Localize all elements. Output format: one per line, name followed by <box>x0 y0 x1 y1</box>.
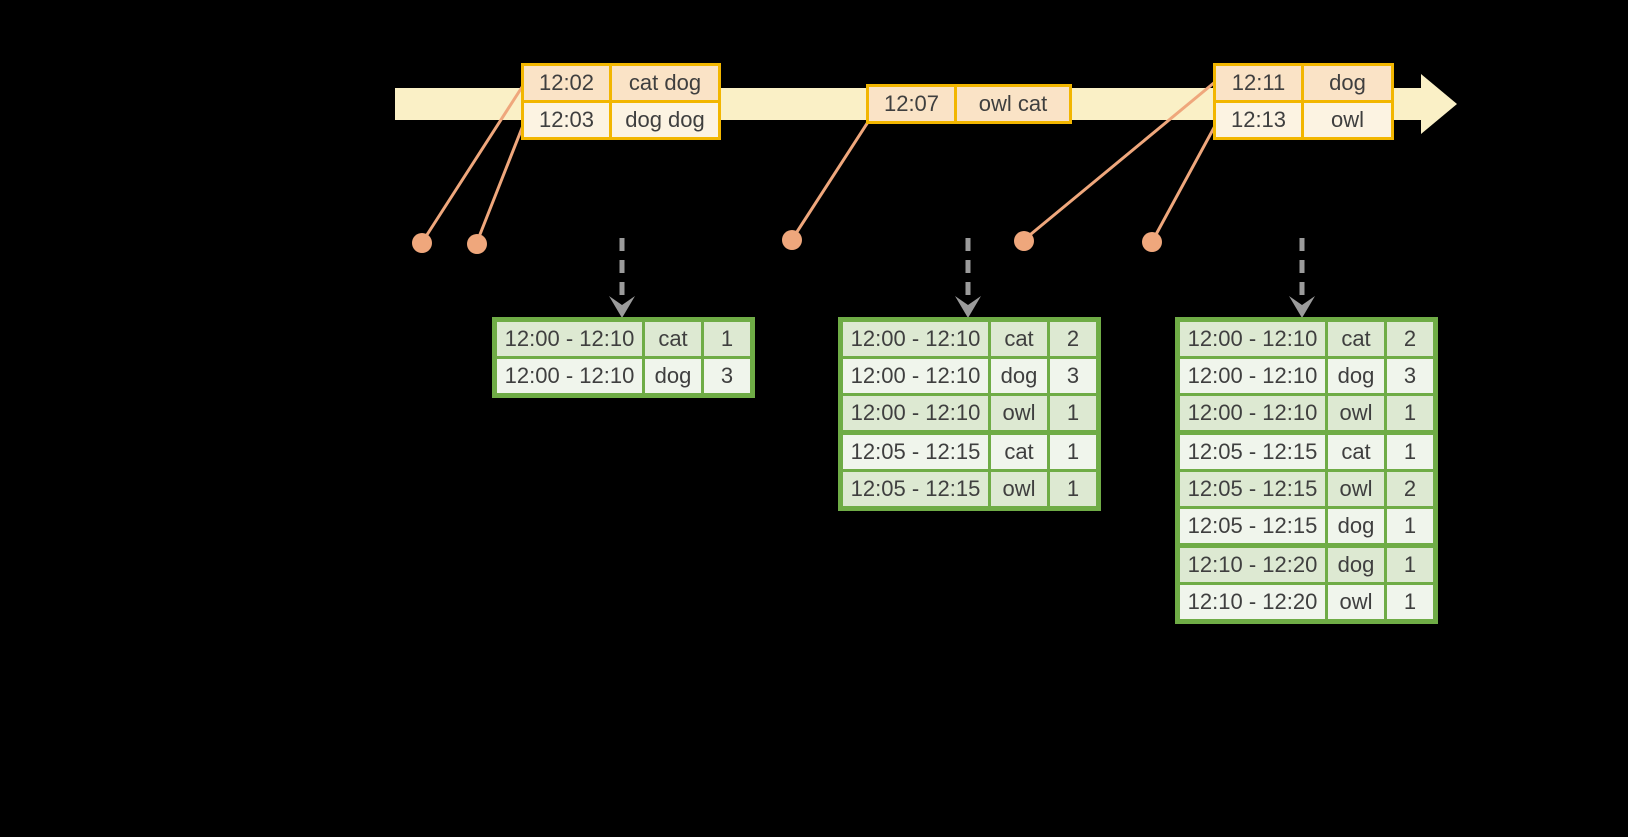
event-dot <box>1014 231 1034 251</box>
result-table: 12:00 - 12:10 cat 2 12:00 - 12:10 dog 3 … <box>838 317 1101 511</box>
window-cell: 12:05 - 12:15 <box>843 472 988 506</box>
count-cell: 1 <box>1050 396 1096 430</box>
result-row: 12:05 - 12:15 dog 1 <box>1180 509 1433 543</box>
word-cell: cat <box>1328 435 1384 469</box>
window-cell: 12:05 - 12:15 <box>1180 435 1325 469</box>
connector-line <box>1024 80 1216 241</box>
event-words-cell: owl cat <box>957 87 1069 121</box>
result-row: 12:00 - 12:10 dog 3 <box>1180 359 1433 393</box>
event-words-cell: cat dog <box>612 66 718 100</box>
event-table: 12:02 cat dog 12:03 dog dog <box>521 63 721 140</box>
word-cell: dog <box>645 359 701 393</box>
count-cell: 1 <box>1050 435 1096 469</box>
window-cell: 12:00 - 12:10 <box>843 322 988 356</box>
word-cell: dog <box>1328 359 1384 393</box>
count-cell: 1 <box>1387 548 1433 582</box>
result-row: 12:00 - 12:10 dog 3 <box>843 359 1096 393</box>
result-row: 12:05 - 12:15 owl 2 <box>1180 472 1433 506</box>
event-dot <box>782 230 802 250</box>
result-row: 12:00 - 12:10 cat 2 <box>1180 322 1433 356</box>
window-cell: 12:10 - 12:20 <box>1180 585 1325 619</box>
result-row: 12:05 - 12:15 owl 1 <box>843 472 1096 506</box>
word-cell: dog <box>1328 509 1384 543</box>
word-cell: dog <box>1328 548 1384 582</box>
result-table: 12:00 - 12:10 cat 2 12:00 - 12:10 dog 3 … <box>1175 317 1438 624</box>
word-cell: owl <box>991 396 1047 430</box>
window-cell: 12:10 - 12:20 <box>1180 548 1325 582</box>
count-cell: 2 <box>1387 322 1433 356</box>
event-row: 12:07 owl cat <box>869 87 1069 121</box>
word-cell: cat <box>991 322 1047 356</box>
trigger-arrowhead-icon <box>1289 296 1315 318</box>
trigger-arrowhead-icon <box>955 296 981 318</box>
trigger-arrowhead-icon <box>609 296 635 318</box>
result-row: 12:00 - 12:10 cat 1 <box>497 322 750 356</box>
result-row: 12:10 - 12:20 owl 1 <box>1180 585 1433 619</box>
event-time-cell: 12:03 <box>524 103 609 137</box>
window-cell: 12:00 - 12:10 <box>843 396 988 430</box>
count-cell: 2 <box>1387 472 1433 506</box>
window-cell: 12:05 - 12:15 <box>843 435 988 469</box>
result-row: 12:00 - 12:10 owl 1 <box>1180 396 1433 430</box>
count-cell: 3 <box>1387 359 1433 393</box>
event-time-cell: 12:07 <box>869 87 954 121</box>
result-table: 12:00 - 12:10 cat 1 12:00 - 12:10 dog 3 <box>492 317 755 398</box>
event-time-cell: 12:02 <box>524 66 609 100</box>
connector-line <box>421 83 526 242</box>
event-time-cell: 12:11 <box>1216 66 1301 100</box>
window-cell: 12:00 - 12:10 <box>1180 322 1325 356</box>
event-table: 12:07 owl cat <box>866 84 1072 124</box>
count-cell: 1 <box>1387 585 1433 619</box>
event-row: 12:11 dog <box>1216 66 1391 100</box>
window-cell: 12:00 - 12:10 <box>1180 396 1325 430</box>
window-cell: 12:00 - 12:10 <box>843 359 988 393</box>
event-dot <box>412 233 432 253</box>
event-dot <box>1142 232 1162 252</box>
result-row: 12:00 - 12:10 owl 1 <box>843 396 1096 430</box>
word-cell: owl <box>991 472 1047 506</box>
count-cell: 1 <box>1050 472 1096 506</box>
window-cell: 12:05 - 12:15 <box>1180 509 1325 543</box>
event-row: 12:03 dog dog <box>524 103 718 137</box>
result-row: 12:00 - 12:10 cat 2 <box>843 322 1096 356</box>
result-row: 12:00 - 12:10 dog 3 <box>497 359 750 393</box>
event-words-cell: owl <box>1304 103 1391 137</box>
count-cell: 2 <box>1050 322 1096 356</box>
result-row: 12:05 - 12:15 cat 1 <box>1180 435 1433 469</box>
connector-line <box>475 122 526 243</box>
window-cell: 12:00 - 12:10 <box>1180 359 1325 393</box>
event-dot <box>467 234 487 254</box>
window-cell: 12:00 - 12:10 <box>497 359 642 393</box>
word-cell: cat <box>645 322 701 356</box>
event-table: 12:11 dog 12:13 owl <box>1213 63 1394 140</box>
count-cell: 3 <box>704 359 750 393</box>
connector-line <box>791 121 870 239</box>
connector-line <box>1151 123 1218 241</box>
event-words-cell: dog <box>1304 66 1391 100</box>
count-cell: 1 <box>704 322 750 356</box>
result-row: 12:05 - 12:15 cat 1 <box>843 435 1096 469</box>
result-row: 12:10 - 12:20 dog 1 <box>1180 548 1433 582</box>
count-cell: 3 <box>1050 359 1096 393</box>
word-cell: owl <box>1328 396 1384 430</box>
event-row: 12:02 cat dog <box>524 66 718 100</box>
event-words-cell: dog dog <box>612 103 718 137</box>
word-cell: owl <box>1328 585 1384 619</box>
window-cell: 12:00 - 12:10 <box>497 322 642 356</box>
event-time-cell: 12:13 <box>1216 103 1301 137</box>
word-cell: owl <box>1328 472 1384 506</box>
count-cell: 1 <box>1387 396 1433 430</box>
count-cell: 1 <box>1387 435 1433 469</box>
event-row: 12:13 owl <box>1216 103 1391 137</box>
word-cell: cat <box>1328 322 1384 356</box>
word-cell: cat <box>991 435 1047 469</box>
word-cell: dog <box>991 359 1047 393</box>
window-cell: 12:05 - 12:15 <box>1180 472 1325 506</box>
count-cell: 1 <box>1387 509 1433 543</box>
